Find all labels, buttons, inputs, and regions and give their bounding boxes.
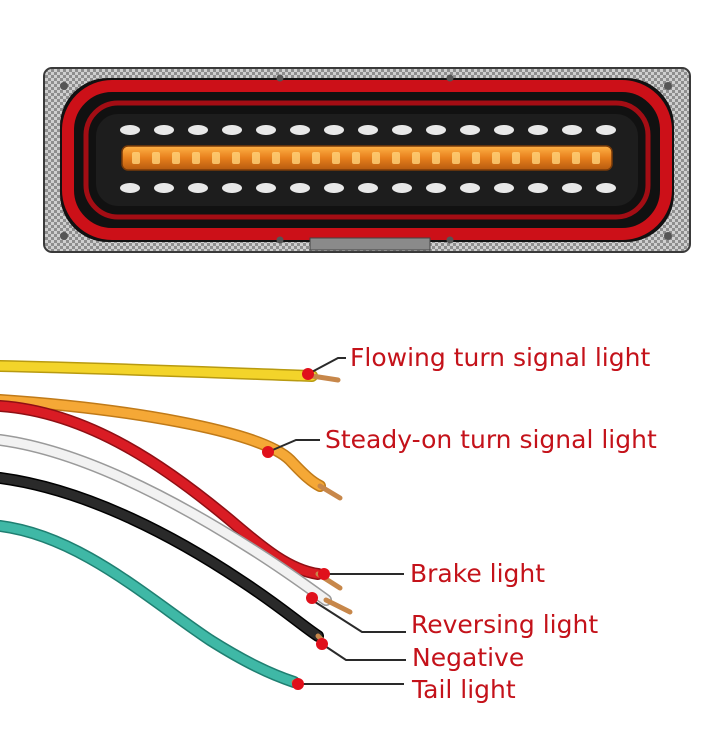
white-led: [596, 125, 616, 135]
amber-led: [232, 152, 240, 164]
white-led: [256, 125, 276, 135]
label-reversing-light: Reversing light: [411, 610, 599, 639]
white-led: [562, 183, 582, 193]
white-led: [460, 125, 480, 135]
white-led: [392, 125, 412, 135]
marker-dots: [262, 368, 330, 690]
white-led: [188, 183, 208, 193]
amber-led: [332, 152, 340, 164]
white-led: [256, 183, 276, 193]
white-led: [596, 183, 616, 193]
amber-led: [192, 152, 200, 164]
white-led: [222, 183, 242, 193]
white-led: [392, 183, 412, 193]
leader-reversing: [311, 599, 406, 633]
red-dot-marker-icon: [316, 638, 328, 650]
label-brake-light: Brake light: [410, 559, 546, 588]
label-steady-on-turn-signal: Steady-on turn signal light: [325, 425, 657, 454]
white-led: [222, 125, 242, 135]
amber-led: [132, 152, 140, 164]
leader-flowing: [307, 357, 346, 375]
white-led: [426, 125, 446, 135]
white-led: [494, 183, 514, 193]
white-led: [324, 125, 344, 135]
leader-negative: [321, 643, 406, 661]
label-flowing-turn-signal: Flowing turn signal light: [350, 343, 651, 372]
amber-led: [352, 152, 360, 164]
white-led: [188, 125, 208, 135]
amber-led: [572, 152, 580, 164]
led-row-top: [120, 125, 616, 135]
white-led: [324, 183, 344, 193]
white-led: [460, 183, 480, 193]
white-led: [120, 125, 140, 135]
amber-led: [532, 152, 540, 164]
amber-led: [512, 152, 520, 164]
amber-led: [252, 152, 260, 164]
amber-led: [492, 152, 500, 164]
red-dot-marker-icon: [262, 446, 274, 458]
white-led: [358, 183, 378, 193]
amber-led: [312, 152, 320, 164]
lamp-connector: [309, 237, 431, 251]
amber-led: [552, 152, 560, 164]
white-led: [358, 125, 378, 135]
copper-wire-tip-icon: [323, 597, 353, 615]
amber-led-segments: [132, 152, 600, 164]
white-led: [426, 183, 446, 193]
amber-led: [472, 152, 480, 164]
white-led: [290, 183, 310, 193]
white-led: [562, 125, 582, 135]
white-led: [494, 125, 514, 135]
amber-led: [212, 152, 220, 164]
wire-orange: [0, 394, 343, 501]
amber-led-strip: [121, 145, 613, 171]
white-led: [528, 125, 548, 135]
amber-led: [372, 152, 380, 164]
wire-white: [0, 434, 353, 615]
amber-led: [592, 152, 600, 164]
amber-led: [272, 152, 280, 164]
led-tail-lamp-icon: [43, 67, 691, 253]
amber-led: [412, 152, 420, 164]
label-tail-light: Tail light: [412, 675, 516, 704]
amber-led: [432, 152, 440, 164]
amber-led: [292, 152, 300, 164]
red-dot-marker-icon: [318, 568, 330, 580]
white-led: [528, 183, 548, 193]
white-led: [154, 125, 174, 135]
leader-steady: [267, 439, 320, 453]
red-dot-marker-icon: [306, 592, 318, 604]
wire-yellow: [0, 360, 341, 383]
leader-lines: [267, 357, 406, 685]
amber-led: [172, 152, 180, 164]
label-negative: Negative: [412, 643, 525, 672]
white-led: [120, 183, 140, 193]
amber-led: [152, 152, 160, 164]
white-led: [290, 125, 310, 135]
red-dot-marker-icon: [292, 678, 304, 690]
led-row-bottom: [120, 183, 616, 193]
wire-bundle: [0, 360, 353, 688]
amber-led: [452, 152, 460, 164]
red-dot-marker-icon: [302, 368, 314, 380]
mounting-screws: [60, 74, 672, 244]
copper-wire-tip-icon: [309, 373, 341, 383]
white-led: [154, 183, 174, 193]
copper-wire-tip-icon: [317, 483, 343, 501]
amber-led: [392, 152, 400, 164]
